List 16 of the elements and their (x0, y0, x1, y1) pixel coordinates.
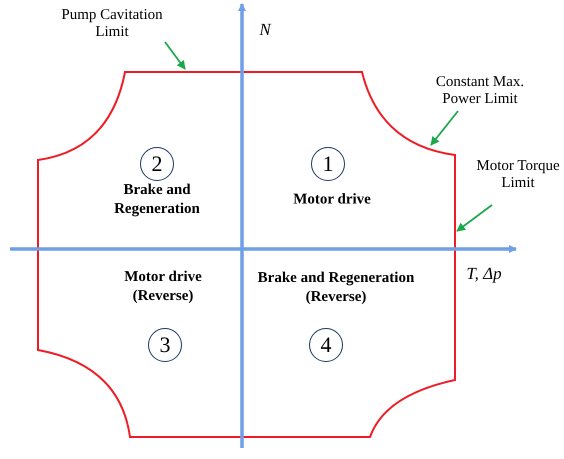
quadrant-number: 1 (311, 147, 345, 181)
leader-line (164, 41, 186, 70)
quadrant-label: Motor drive (Reverse) (123, 268, 203, 306)
quadrant-number: 3 (148, 328, 182, 362)
callout-label: Motor Torque Limit (473, 158, 563, 192)
quadrant-number: 2 (140, 147, 174, 181)
callout-label: Constant Max. Power Limit (415, 74, 545, 108)
quadrant-number: 4 (309, 328, 343, 362)
quadrant-label: Motor drive (293, 190, 371, 210)
leader-line (456, 204, 493, 232)
quadrant-label: Brake and Regeneration (113, 181, 201, 219)
callout-label: Pump Cavitation Limit (57, 7, 167, 41)
axis-label: T, Δp (466, 264, 502, 284)
leader-line (430, 110, 459, 146)
axis-label: N (259, 20, 271, 40)
quadrant-label: Brake and Regeneration (Reverse) (256, 269, 416, 307)
